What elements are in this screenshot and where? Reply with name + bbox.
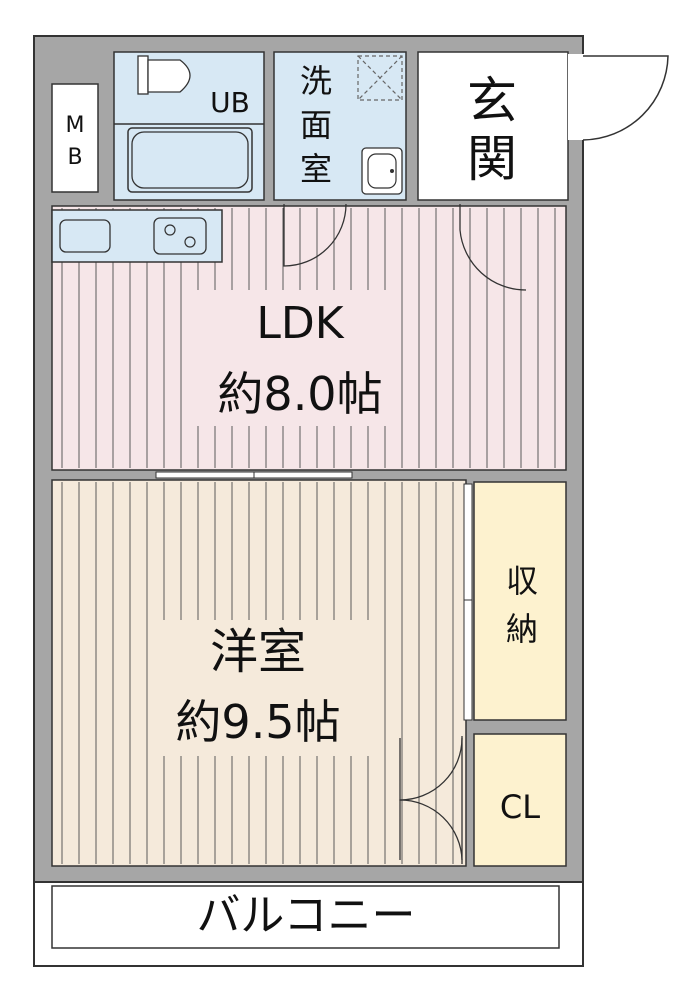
balcony-floor <box>51 885 560 949</box>
closet <box>473 733 567 867</box>
mb-label-line1: M <box>66 113 85 138</box>
washroom-label-char-3: 室 <box>300 150 332 188</box>
ldk-door-swing-icon <box>459 204 527 291</box>
washer-pan-icon <box>357 55 403 101</box>
entrance-label-char-2: 関 <box>467 130 517 188</box>
closet-door-swing-lower-icon <box>399 799 463 861</box>
toilet-tank-icon <box>137 55 149 95</box>
sink-icon <box>59 219 111 253</box>
bathtub-inner-icon <box>131 131 249 189</box>
toilet-bowl-icon <box>147 59 191 93</box>
wash-basin-inner-icon <box>367 153 397 189</box>
storage-label-char-1: 収 <box>506 562 538 600</box>
storage-sliding-door <box>463 483 473 721</box>
ldk-label-backdrop <box>190 290 400 426</box>
entrance <box>417 51 569 201</box>
western-room-name: 洋室 <box>210 624 306 680</box>
mb-room <box>51 83 99 193</box>
western-label-backdrop <box>150 620 370 756</box>
closet-label: CL <box>500 788 540 826</box>
drain-icon <box>390 169 394 173</box>
washer-pan-cross-2 <box>357 55 403 101</box>
ldk-size: 約8.0帖 <box>217 367 382 421</box>
burner-left-icon <box>164 224 176 236</box>
ldk-name: LDK <box>256 298 344 349</box>
storage <box>473 481 567 721</box>
entrance-door-swing-icon <box>582 55 669 141</box>
storage-label-char-2: 納 <box>506 610 538 648</box>
burner-right-icon <box>184 236 196 248</box>
western-room-size: 約9.5帖 <box>175 695 340 749</box>
mb-label-line2: B <box>67 145 82 170</box>
balcony-label: バルコニー <box>196 890 415 941</box>
entrance-door-opening <box>568 54 586 140</box>
washroom-label-char-2: 面 <box>300 106 332 144</box>
stove-icon <box>153 217 207 255</box>
ub-label: UB <box>210 86 250 119</box>
washroom-label-char-1: 洗 <box>300 62 332 100</box>
washroom-door-swing-icon <box>283 203 347 267</box>
entrance-label-char-1: 玄 <box>467 72 517 130</box>
